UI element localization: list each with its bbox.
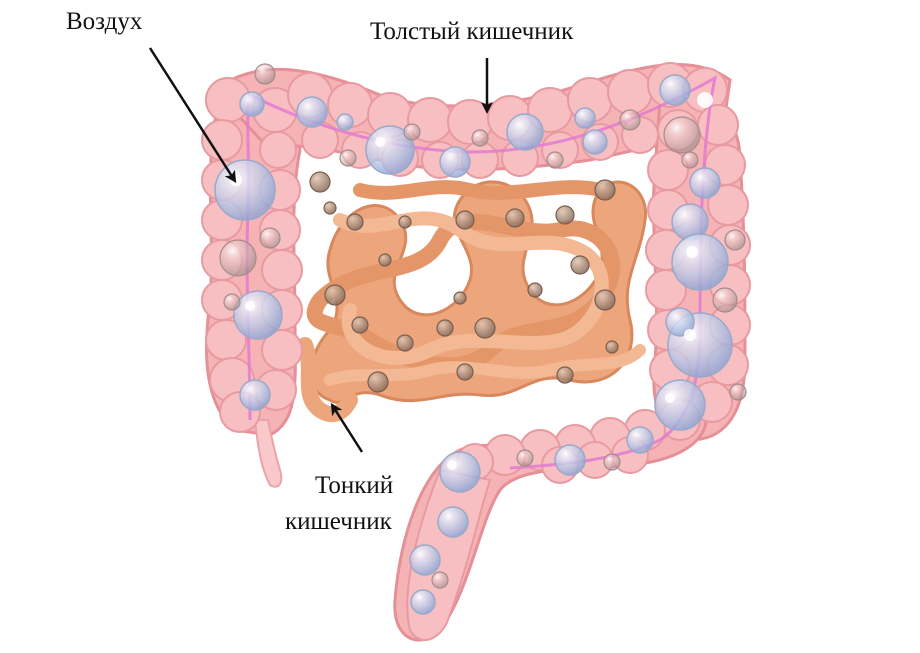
small-intestine-label-line1: Тонкий	[315, 472, 394, 499]
air-label: Воздух	[66, 8, 143, 35]
large-intestine-label: Толстый кишечник	[370, 18, 574, 45]
small-intestine-label-line2: кишечник	[285, 508, 392, 535]
small-intestine-arrow	[330, 402, 364, 453]
air-bubbles	[214, 63, 747, 615]
air-arrow	[148, 47, 237, 184]
pointer-arrows	[148, 47, 493, 453]
